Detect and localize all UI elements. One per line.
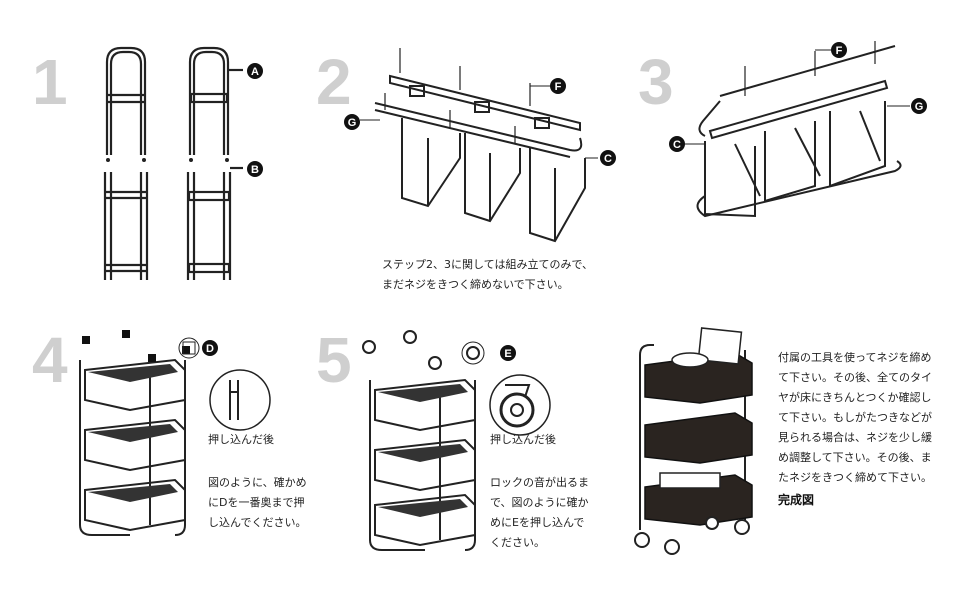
label-e-badge: E <box>500 345 516 361</box>
step-number-3: 3 <box>638 46 674 118</box>
svg-text:G: G <box>348 117 357 129</box>
svg-text:D: D <box>206 343 214 355</box>
step4-cart-illustration: D <box>79 330 271 536</box>
label-f-badge-step3: F <box>831 42 847 58</box>
step23-note: ステップ2、3に関しては組み立てのみで、 まだネジをきつく締めないで下さい。 <box>382 258 594 291</box>
completed-cart-illustration <box>634 327 753 555</box>
label-c-badge: C <box>600 150 616 166</box>
label-g-badge-step3: G <box>911 98 927 114</box>
step-number-5: 5 <box>316 324 352 396</box>
step1-frame-illustration: A B <box>103 46 263 280</box>
final-title: 完成図 <box>778 493 815 507</box>
svg-text:G: G <box>915 101 924 113</box>
step-number-2: 2 <box>316 46 352 118</box>
label-f-badge: F <box>550 78 566 94</box>
svg-text:C: C <box>604 153 612 165</box>
label-c-badge-step3: C <box>669 136 685 152</box>
label-b-badge: B <box>247 161 263 177</box>
svg-text:E: E <box>504 348 511 360</box>
svg-text:B: B <box>251 164 259 176</box>
step-number-1: 1 <box>32 46 68 118</box>
svg-text:F: F <box>836 45 843 57</box>
svg-text:F: F <box>555 81 562 93</box>
svg-text:A: A <box>251 66 259 78</box>
step5-push-caption: 押し込んだ後 <box>490 433 556 446</box>
label-g-badge: G <box>344 114 360 130</box>
step-number-4: 4 <box>32 324 68 396</box>
step5-cart-illustration: E <box>362 330 551 551</box>
label-a-badge: A <box>247 63 263 79</box>
step4-push-caption: 押し込んだ後 <box>208 433 274 446</box>
svg-text:C: C <box>673 139 681 151</box>
step5-note: ロックの音が出るま で、図のように確か めにEを押し込んで ください。 <box>490 476 589 549</box>
step4-note: 図のように、確かめ にDを一番奥まで押 し込んでください。 <box>208 476 307 529</box>
final-instructions: 付属の工具を使ってネジを締め て下さい。その後、全てのタイ ヤが床にきちんとつく… <box>778 351 932 484</box>
label-d-badge: D <box>202 340 218 356</box>
step2-basket-assembly-illustration: F G C <box>344 48 616 243</box>
step3-basket-assembly-illustration: F C G <box>669 41 927 218</box>
